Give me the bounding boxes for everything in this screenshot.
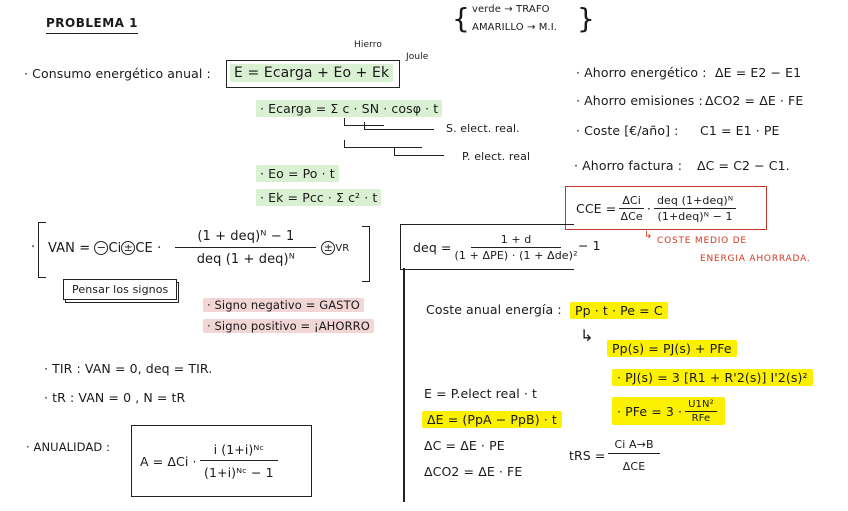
anualidad-den: (1+i)ᴺᶜ − 1 — [204, 465, 274, 480]
deq-num: 1 + d — [470, 233, 562, 248]
signo-negativo: · Signo negativo = GASTO — [203, 298, 364, 312]
page-title: PROBLEMA 1 — [46, 16, 138, 34]
deq-formula-box: deq = 1 + d (1 + ΔPE) · (1 + Δde)² — [400, 224, 577, 270]
minus-sign-circled: − — [94, 241, 109, 255]
plus-minus-sign-circled: ± — [121, 241, 136, 255]
ahorro-factura-label: · Ahorro factura : — [574, 158, 683, 173]
coste-anual-formula: Pp · t · Pe = C — [570, 302, 668, 319]
legend-yellow: AMARILLO → M.I. — [472, 22, 558, 33]
annotation-joule: Joule — [406, 52, 429, 62]
ahorro-energetico-formula: ΔE = E2 − E1 — [715, 65, 802, 80]
coste-anual-label: Coste anual energía : — [426, 302, 562, 317]
consumo-formula: E = Ecarga + Eo + Ek — [230, 64, 394, 82]
eo-formula: · Eo = Po · t — [256, 165, 339, 182]
cce-frac2-den: (1+deq)ᴺ − 1 — [657, 209, 733, 223]
pensar-signos-note: Pensar los signos — [63, 279, 178, 300]
cce-frac2: deq (1+deq)ᴺ (1+deq)ᴺ − 1 — [653, 194, 737, 223]
van-ci: Ci — [108, 240, 122, 256]
van-num: (1 + deq)ᴺ − 1 — [175, 229, 317, 248]
e-formula: E = P.elect real · t — [424, 386, 537, 401]
brace-left: { — [452, 2, 470, 35]
van-lhs: VAN = — [48, 240, 91, 256]
pfe-lhs: · PFe = 3 · — [617, 403, 683, 419]
van-bracket-right — [362, 226, 370, 282]
pfe-den: RFe — [691, 412, 711, 424]
deq-lhs: deq = — [413, 239, 452, 255]
van-den: deq (1 + deq)ᴺ — [196, 252, 295, 267]
legend-green: verde → TRAFO — [472, 4, 550, 15]
van-bullet: · — [31, 240, 36, 255]
pfe-num: U1N² — [685, 399, 717, 412]
delta-e-formula: ΔE = (PpA − PpB) · t — [422, 411, 562, 428]
coste-label: · Coste [€/año] : — [576, 123, 679, 138]
bracket-p — [344, 140, 422, 148]
pj-formula: · PJ(s) = 3 [R1 + R'2(s)] I'2(s)² — [612, 369, 813, 386]
signo-positivo: · Signo positivo = ¡AHORRO — [203, 319, 374, 333]
cce-frac2-num: deq (1+deq)ᴺ — [653, 194, 737, 209]
trs-fraction: Ci A→B ΔCE — [608, 438, 660, 473]
cce-dot: · — [646, 200, 651, 216]
cce-note-line2: ENERGIA AHORRADA. — [700, 254, 811, 264]
cce-note-line1: COSTE MEDIO DE — [657, 236, 747, 246]
consumo-label: · Consumo energético anual : — [24, 66, 211, 81]
cce-arrow-icon: ↳ — [644, 230, 653, 241]
trs-formula: tRS = Ci A→B ΔCE — [569, 438, 663, 473]
trs-den: ΔCE — [622, 460, 646, 473]
anualidad-formula-box: A = ΔCi · i (1+i)ᴺᶜ (1+i)ᴺᶜ − 1 — [131, 425, 312, 497]
tir-formula: · TIR : VAN = 0, deq = TIR. — [44, 361, 213, 376]
annotation-p-elect-real: P. elect. real — [462, 150, 531, 163]
delta-co2-formula: ΔCO2 = ΔE · FE — [424, 464, 523, 479]
consumo-formula-box: E = Ecarga + Eo + Ek — [226, 60, 400, 88]
deq-tail: − 1 — [578, 238, 601, 253]
ecarga-formula: · Ecarga = Σ c · SN · cosφ · t — [256, 100, 443, 117]
van-formula: VAN = − Ci ± CE · (1 + deq)ᴺ − 1 deq (1 … — [48, 226, 349, 270]
pfe-fraction: U1N² RFe — [685, 399, 717, 424]
deq-fraction: 1 + d (1 + ΔPE) · (1 + Δde)² — [455, 233, 578, 262]
ahorro-emisiones-label: · Ahorro emisiones : — [576, 93, 703, 108]
van-vr: VR — [335, 242, 350, 254]
brace-right: } — [577, 2, 595, 35]
cce-frac1: ΔCi ΔCe — [619, 194, 644, 223]
ek-formula: · Ek = Pcc · Σ c² · t — [256, 189, 382, 206]
cce-formula-box: CCE = ΔCi ΔCe · deq (1+deq)ᴺ (1+deq)ᴺ − … — [565, 186, 767, 230]
arrow-s — [364, 122, 434, 130]
anualidad-label: · ANUALIDAD : — [26, 440, 111, 454]
trs-num: Ci A→B — [608, 438, 660, 454]
ahorro-energetico-label: · Ahorro energético : — [576, 65, 707, 80]
ahorro-emisiones-formula: ΔCO2 = ΔE · FE — [705, 93, 804, 108]
van-ce: CE · — [135, 240, 162, 256]
deq-den: (1 + ΔPE) · (1 + Δde)² — [454, 248, 578, 262]
trs-lhs: tRS = — [569, 448, 606, 463]
annotation-hierro: Hierro — [354, 40, 382, 50]
anualidad-lhs: A = ΔCi · — [140, 453, 197, 469]
cce-frac1-den: ΔCe — [620, 209, 643, 223]
down-right-arrow-icon: ↳ — [580, 326, 594, 345]
pfe-formula: · PFe = 3 · U1N² RFe — [612, 397, 725, 425]
tr-formula: · tR : VAN = 0 , N = tR — [44, 390, 186, 405]
cce-frac1-num: ΔCi — [619, 194, 644, 209]
anualidad-fraction: i (1+i)ᴺᶜ (1+i)ᴺᶜ − 1 — [199, 442, 279, 480]
coste-formula: C1 = E1 · PE — [700, 123, 780, 138]
annotation-s-elect-real: S. elect. real. — [446, 122, 520, 135]
pp-formula: Pp(s) = PJ(s) + PFe — [607, 340, 737, 357]
plus-minus-sign-circled-vr: ± — [321, 241, 336, 255]
delta-c-formula: ΔC = ΔE · PE — [424, 438, 505, 453]
ahorro-factura-formula: ΔC = C2 − C1. — [697, 158, 790, 173]
van-fraction: (1 + deq)ᴺ − 1 deq (1 + deq)ᴺ — [175, 229, 317, 267]
van-bracket-left — [38, 222, 46, 278]
column-divider — [403, 268, 405, 502]
cce-lhs: CCE = — [576, 200, 617, 216]
anualidad-num: i (1+i)ᴺᶜ — [199, 442, 279, 461]
arrow-p — [394, 148, 444, 156]
